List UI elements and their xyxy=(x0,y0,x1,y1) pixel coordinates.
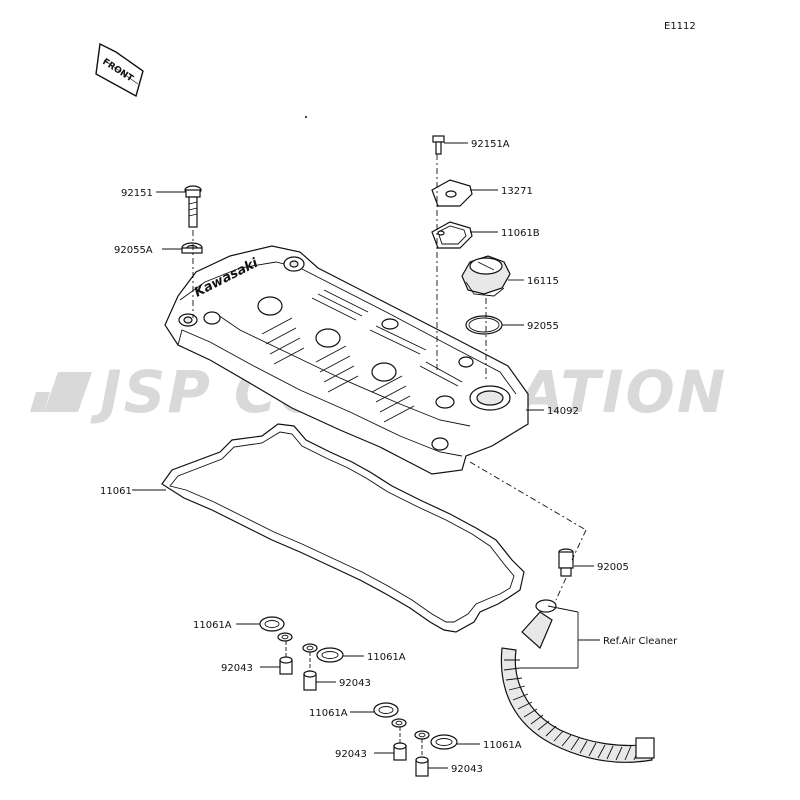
part-labels: 92151A 13271 11061B 16115 92055 14092 92… xyxy=(100,139,629,775)
label-11061: 11061 xyxy=(100,486,132,497)
label-13271: 13271 xyxy=(501,186,533,197)
bolt-92151a xyxy=(432,135,445,155)
fitting-92005 xyxy=(558,548,574,577)
gasket-a3-small xyxy=(391,718,407,728)
gasket-a2-small xyxy=(302,643,318,653)
label-14092: 14092 xyxy=(547,406,579,417)
label-92043-1: 92043 xyxy=(221,663,253,674)
label-92043-3: 92043 xyxy=(335,749,367,760)
gasket-a1-small xyxy=(277,632,293,642)
cap-plate xyxy=(431,179,473,207)
label-16115: 16115 xyxy=(527,276,559,287)
collar-4 xyxy=(415,756,429,777)
breather-hose xyxy=(500,599,655,763)
collar-1 xyxy=(279,656,293,675)
washer-92055a xyxy=(181,242,203,254)
label-92005: 92005 xyxy=(597,562,629,573)
collar-2 xyxy=(303,670,317,691)
gasket-a1 xyxy=(259,616,285,632)
label-92055: 92055 xyxy=(527,321,559,332)
label-92043-4: 92043 xyxy=(451,764,483,775)
diagram-code: E1112 xyxy=(664,21,696,32)
label-11061a-2: 11061A xyxy=(367,652,406,663)
o-ring xyxy=(465,315,503,335)
front-arrow-icon: FRONT xyxy=(95,42,144,98)
gasket-a4-small xyxy=(414,730,430,740)
ref-note: Ref.Air Cleaner xyxy=(603,636,678,647)
label-11061a-1: 11061A xyxy=(193,620,232,631)
label-92043-2: 92043 xyxy=(339,678,371,689)
label-92151: 92151 xyxy=(121,188,153,199)
label-11061a-3: 11061A xyxy=(309,708,348,719)
label-92151a: 92151A xyxy=(471,139,510,150)
label-11061a-4: 11061A xyxy=(483,740,522,751)
gasket-a3 xyxy=(373,702,399,718)
leader-lines xyxy=(132,142,594,769)
gasket-a2 xyxy=(316,647,344,663)
label-11061b: 11061B xyxy=(501,228,540,239)
filler-cap xyxy=(461,255,511,297)
collar-3 xyxy=(393,742,407,761)
gasket-b xyxy=(431,221,473,249)
cover-gasket xyxy=(161,423,525,633)
gasket-a4 xyxy=(430,734,458,750)
bolt-92151 xyxy=(184,185,202,228)
ref-bracket xyxy=(520,605,600,669)
label-92055a: 92055A xyxy=(114,245,153,256)
